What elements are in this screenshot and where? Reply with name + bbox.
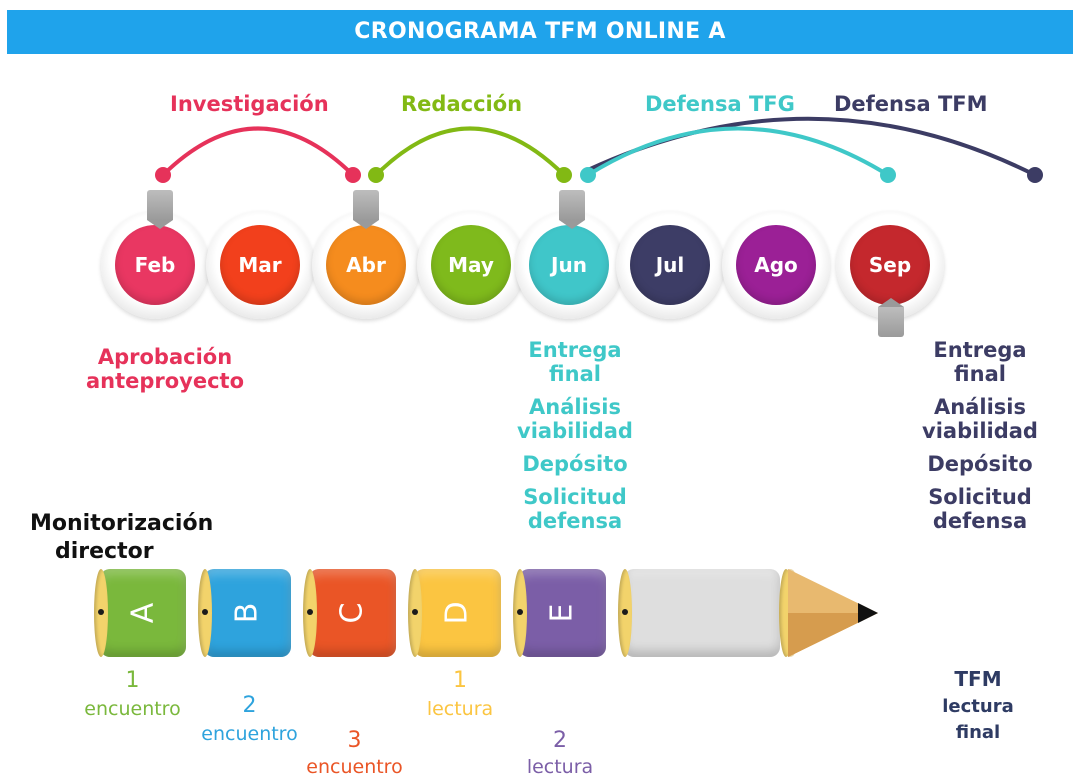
phase-defensa-tfg-label: Defensa TFG (645, 92, 795, 116)
month-ago: Ago (722, 211, 830, 319)
phase-investigacion-label: Investigación (170, 92, 329, 116)
pencil-letter-b: B (229, 602, 265, 624)
month-mar: Mar (206, 211, 314, 319)
monitor-label-line2: director (55, 539, 154, 564)
pencil-letter-d: D (439, 601, 475, 625)
phase-redaccion-label: Redacción (401, 92, 523, 116)
caption-d: 1 lectura (400, 668, 520, 721)
sep-note-item: Solicitud defensa (928, 485, 1032, 533)
abr-marker-icon (353, 190, 379, 229)
jun-notes: Entrega final Análisis viabilidad Depósi… (490, 338, 660, 542)
defensa-tfm-end-dot (1027, 167, 1043, 183)
caption-d-number: 1 (453, 668, 467, 693)
caption-d-text: lectura (426, 698, 494, 720)
month-abr-label: Abr (326, 225, 406, 305)
defensa-tfg-start-dot (580, 167, 596, 183)
caption-a: 1 encuentro (70, 668, 195, 721)
caption-c-number: 3 (347, 728, 362, 753)
month-may: May (417, 211, 525, 319)
pencil-segment-a: A (94, 569, 186, 657)
caption-a-text: encuentro (84, 698, 181, 720)
month-jul-label: Jul (630, 225, 710, 305)
jun-note-item: Solicitud defensa (523, 485, 627, 533)
feb-note-line2: anteproyecto (85, 369, 245, 393)
investigacion-arc (161, 126, 355, 177)
sep-note-item: Entrega final (933, 338, 1027, 386)
caption-e-text: lectura (526, 756, 594, 778)
month-feb-label: Feb (115, 225, 195, 305)
month-jun-label: Jun (529, 225, 609, 305)
pencil-tip-icon (788, 569, 878, 657)
caption-c-text: encuentro (306, 756, 403, 778)
defensa-tfg-arc (586, 126, 890, 177)
sep-notes: Entrega final Análisis viabilidad Depósi… (895, 338, 1065, 542)
month-jun: Jun (515, 211, 623, 319)
jun-note-item: Depósito (522, 452, 628, 476)
investigacion-end-dot (345, 167, 361, 183)
feb-note-line1: Aprobación (97, 345, 233, 369)
pencil-letter-a: A (125, 602, 160, 624)
pencil-segment-e: E (513, 569, 606, 657)
month-mar-label: Mar (220, 225, 300, 305)
pencil-segment-d: D (408, 569, 501, 657)
caption-b-number: 2 (242, 693, 257, 718)
title-banner: CRONOGRAMA TFM ONLINE A (7, 10, 1073, 54)
caption-a-number: 1 (125, 668, 140, 693)
pencil-letter-c: C (334, 602, 370, 624)
pencil-segment-c: C (303, 569, 396, 657)
month-feb: Feb (101, 211, 209, 319)
jun-marker-icon (559, 190, 585, 229)
sep-marker-icon (878, 298, 904, 337)
jun-note-item: Entrega final (528, 338, 622, 386)
pencil-letter-e: E (544, 603, 580, 623)
tfm-final-line3: final (955, 722, 1001, 743)
phase-defensa-tfm-label: Defensa TFM (834, 92, 988, 116)
month-ago-label: Ago (736, 225, 816, 305)
pencil-segment-b: B (198, 569, 291, 657)
sep-note-item: Análisis viabilidad (922, 395, 1038, 443)
caption-c: 3 encuentro (292, 730, 417, 778)
investigacion-start-dot (155, 167, 171, 183)
month-abr: Abr (312, 211, 420, 319)
month-sep: Sep (836, 211, 944, 319)
tfm-final-line1: TFM (954, 667, 1002, 691)
caption-b: 2 encuentro (187, 693, 312, 746)
month-may-label: May (431, 225, 511, 305)
monitor-label-line1: Monitorización (30, 511, 214, 536)
month-sep-label: Sep (850, 225, 930, 305)
pencil-segment-blank (618, 569, 780, 657)
jun-note-item: Análisis viabilidad (517, 395, 633, 443)
sep-note-item: Depósito (927, 452, 1033, 476)
caption-e-number: 2 (553, 728, 567, 753)
feb-marker-icon (147, 190, 173, 229)
feb-note: Aprobación anteproyecto (60, 345, 270, 393)
redaccion-start-dot (368, 167, 384, 183)
caption-e: 2 lectura (500, 730, 620, 778)
tfm-final-label: TFM lectura final (918, 666, 1038, 746)
defensa-tfm-arc (587, 116, 1036, 177)
tfm-final-line2: lectura (942, 696, 1014, 717)
defensa-tfg-end-dot (880, 167, 896, 183)
redaccion-arc (374, 126, 566, 177)
caption-b-text: encuentro (201, 723, 298, 745)
month-jul: Jul (616, 211, 724, 319)
redaccion-end-dot (556, 167, 572, 183)
monitor-label: Monitorización director (30, 510, 250, 566)
